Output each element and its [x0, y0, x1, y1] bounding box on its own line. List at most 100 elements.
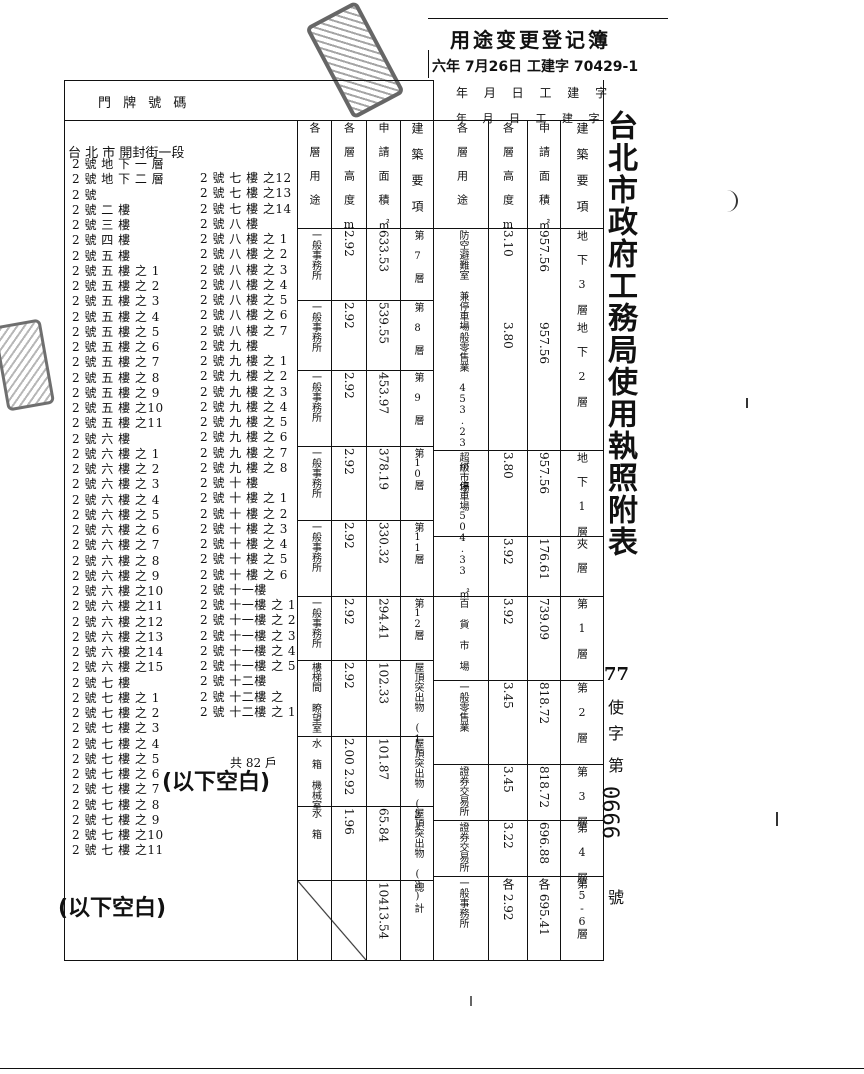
area-value: 739.09	[537, 598, 551, 640]
door-plate-label: 門 牌 號 碼	[98, 96, 191, 111]
official-seal-top	[304, 0, 406, 120]
height-value: 2.92	[342, 372, 356, 399]
address-entry: 2 號 六 樓 之11	[72, 599, 164, 614]
address-entry: 2 號 十 樓 之 6	[200, 567, 288, 582]
address-entry: 2 號 十一樓 之 5	[200, 659, 297, 673]
use-value: 一般事務所	[309, 230, 321, 280]
permit-suffix: 號	[608, 888, 625, 907]
table-rule	[488, 120, 489, 960]
table-rule	[297, 446, 433, 447]
address-entry: 2 號 十一樓 之 3	[200, 628, 297, 643]
use-value: 一般零售業 453.23 ㎡ 停車場504.33 ㎡	[457, 322, 468, 598]
scan-mark	[470, 996, 472, 1006]
address-entry: 2 號 七 樓 之13	[200, 186, 292, 201]
address-entry: 2 號 七 樓 之 6	[72, 767, 160, 781]
height-value: 各 2.92	[501, 878, 515, 921]
table-rule	[297, 660, 433, 661]
address-entry: 2 號 五 樓	[72, 248, 131, 263]
floor-label: 地 下 3 層	[575, 230, 589, 315]
area-value: 453.97	[376, 372, 391, 414]
floor-label: 第 9 層	[412, 372, 423, 425]
address-entry: 2 號 九 樓 之 3	[200, 384, 288, 399]
address-entry: 2 號 十一樓 之 1	[200, 598, 297, 612]
height-value: 3.80	[501, 452, 515, 479]
row-label: 各 層 用 途	[308, 122, 321, 205]
address-entry: 2 號 地 下 一 層	[72, 157, 165, 171]
address-entry: 2 號 五 樓 之 5	[72, 324, 160, 339]
area-value: 818.72	[537, 766, 551, 808]
address-entry: 2 號	[72, 187, 97, 202]
address-entry: 2 號 九 樓 之 5	[200, 415, 288, 429]
address-entry: 2 號 四 樓	[72, 233, 131, 248]
floor-label: 第 2 層	[575, 682, 589, 743]
table-rule	[433, 764, 603, 765]
area-value: 176.61	[537, 538, 551, 580]
use-value: 一般事務所	[309, 522, 321, 572]
floor-label: 第 4 層	[575, 822, 589, 883]
household-total: 共 82 戶	[230, 756, 277, 770]
address-entry: 2 號 六 樓 之 8	[72, 553, 160, 568]
address-entry: 2 號 六 樓 之10	[72, 584, 164, 598]
height-value: 2.92	[342, 662, 356, 689]
address-entry: 2 號 三 樓	[72, 218, 131, 232]
use-value: 一般零售業	[457, 682, 468, 732]
address-entry: 2 號 五 樓 之 9	[72, 385, 160, 400]
address-entry: 2 號 十 樓 之 3	[200, 521, 288, 536]
address-entry: 2 號 九 樓	[200, 338, 259, 353]
area-value: 各 695.41	[537, 878, 551, 936]
floor-label: 第 3 層	[575, 766, 589, 827]
table-rule	[527, 120, 528, 960]
height-value: 3.80	[501, 322, 515, 349]
date-line-2: 年 月 日 工 建 字	[456, 112, 606, 125]
permit-char-1: 使	[608, 698, 625, 717]
table-rule	[297, 520, 433, 521]
height-value: 3.45	[501, 766, 515, 793]
height-value: 2.00 2.92	[342, 738, 356, 796]
empty-cell-slash	[297, 880, 366, 960]
handwritten-date: 六年 7月26日 工建字 70429-1	[432, 59, 639, 75]
address-entry: 2 號 十 樓 之 4	[200, 537, 288, 551]
floor-label: 第11層	[412, 522, 423, 564]
area-value: 696.88	[537, 822, 551, 864]
address-entry: 2 號 六 樓 之14	[72, 645, 164, 659]
address-entry: 2 號 五 樓 之 2	[72, 279, 160, 293]
permit-number: 0666	[597, 786, 622, 839]
floor-label: 屋頂突出物 (3)	[412, 808, 423, 902]
address-entry: 2 號 八 樓 之 4	[200, 277, 288, 292]
official-seal-left	[0, 318, 56, 412]
use-value: 一般事務所	[457, 878, 468, 928]
floor-label: 夾 層	[575, 538, 589, 573]
table-rule	[433, 596, 603, 597]
address-entry: 2 號 七 樓 之 9	[72, 812, 160, 827]
area-value: 818.72	[537, 682, 551, 724]
address-entry: 2 號 七 樓 之 8	[72, 797, 160, 812]
height-value: 3.10	[501, 230, 515, 257]
table-rule	[366, 120, 367, 960]
use-value	[436, 538, 488, 594]
scan-mark	[722, 190, 738, 212]
area-value: 633.53	[376, 230, 391, 272]
floor-label: 地 下 2 層	[575, 322, 589, 407]
address-entry: 2 號 六 樓 之 4	[72, 492, 160, 507]
address-entry: 2 號 九 樓 之 7	[200, 445, 288, 460]
table-rule	[433, 536, 603, 537]
address-entry: 2 號 五 樓 之 6	[72, 340, 160, 354]
address-entry: 2 號 七 樓 之 2	[72, 706, 160, 720]
use-value: 一般事務所	[309, 448, 321, 498]
area-value: 539.55	[376, 302, 391, 344]
height-value: 2.92	[342, 522, 356, 549]
address-entry: 2 號 六 樓 之13	[72, 629, 164, 644]
height-value: 2.92	[342, 230, 356, 257]
height-value: 2.92	[342, 448, 356, 475]
address-entry: 2 號 五 樓 之 4	[72, 309, 160, 324]
permit-char-2: 字	[608, 724, 625, 743]
table-rule	[400, 120, 401, 960]
address-entry: 2 號 十二樓	[200, 674, 267, 689]
document-title: 台北市政府工務局使用執照附表	[602, 110, 637, 558]
address-entry: 2 號 八 樓 之 1	[200, 232, 288, 246]
floor-label: 總 計	[412, 882, 423, 913]
address-entry: 2 號 八 樓 之 7	[200, 323, 288, 338]
address-entry: 2 號 十 樓	[200, 476, 259, 490]
table-rule	[331, 120, 332, 960]
